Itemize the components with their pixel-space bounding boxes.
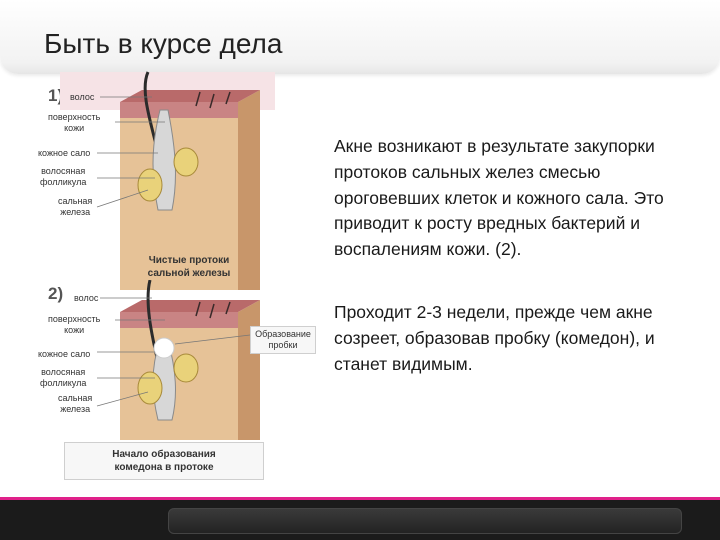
panel-1-label-gland: сальная железа <box>58 196 93 217</box>
panel-2-number: 2) <box>48 284 64 303</box>
sebum-plug <box>153 337 175 359</box>
epidermis <box>120 102 238 118</box>
skin-block-front <box>120 102 238 290</box>
footer-panel <box>168 508 682 534</box>
sebaceous-gland-left <box>137 168 163 202</box>
panel-2-label-sebum: кожное сало <box>38 349 91 359</box>
panel-1-label-skin-surface: поверхность кожи <box>48 112 101 133</box>
panel-1-skin-diagram <box>60 71 275 290</box>
sebaceous-gland-right <box>173 353 199 383</box>
panel-2-label-follicle: волосяная фолликула <box>40 367 87 388</box>
skin-block-side <box>238 300 260 440</box>
panel-2-label-hair: волос <box>74 293 99 303</box>
skin-block-top <box>120 90 260 102</box>
paragraph-timeline: Проходит 2-3 недели, прежде чем акне соз… <box>334 302 655 374</box>
panel-2-label-gland: сальная железа <box>58 393 93 414</box>
sebaceous-gland-right <box>173 147 199 177</box>
panel-1-label-hair: волос <box>70 92 95 102</box>
panel-2-label-plug: Образование пробки <box>250 326 316 354</box>
panel-1-number: 1) <box>48 86 64 105</box>
hair-follicle <box>152 339 176 421</box>
panel-1-caption: Чистые протоки сальной железы <box>147 255 231 279</box>
panel-2-label-skin-surface: поверхность кожи <box>48 314 101 335</box>
panel-1-label-follicle: волосяная фолликула <box>40 166 87 187</box>
title-bar <box>0 0 720 74</box>
panel-2-skin-diagram <box>96 280 260 440</box>
paragraph-causes: Акне возникают в результате закупорки пр… <box>334 136 664 260</box>
footer-accent-line <box>0 497 720 500</box>
panel-1-label-sebum: кожное сало <box>38 148 91 158</box>
small-hairs <box>195 91 231 109</box>
sebaceous-gland-left <box>137 371 163 405</box>
panel-2-caption: Начало образования комедона в протоке <box>64 442 264 480</box>
skin-block-side <box>238 90 260 290</box>
slide-title: Быть в курсе дела <box>44 28 283 59</box>
skin-block-top <box>120 300 260 312</box>
small-hairs <box>195 301 231 319</box>
